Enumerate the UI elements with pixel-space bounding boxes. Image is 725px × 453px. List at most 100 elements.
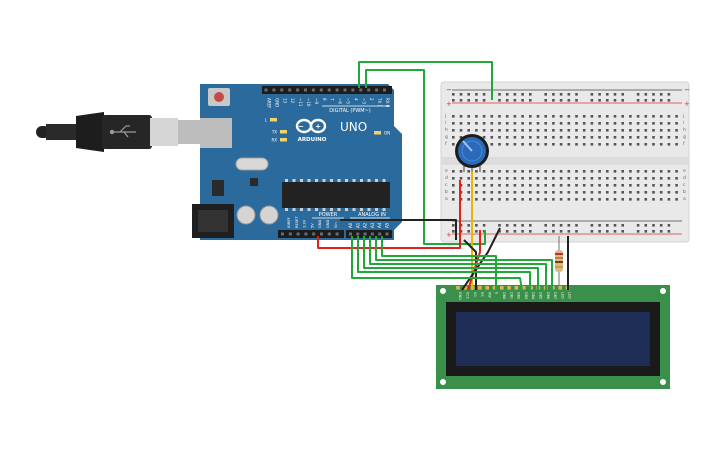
arduino-model: UNO (340, 120, 367, 134)
power-pin-label: 5V (310, 223, 314, 228)
bb-row-letter: j (444, 113, 446, 119)
usb-plug-body (76, 112, 104, 152)
usb-cable (36, 112, 202, 152)
wire-gnd-black (340, 219, 457, 240)
rail-minus-sign: − (446, 86, 452, 94)
potentiometer-indicator (462, 140, 473, 152)
power-pin-label: Vin (334, 222, 338, 228)
power-label: POWER (319, 212, 338, 218)
lcd-pin (507, 286, 511, 290)
wire-digital-green-inner (365, 69, 486, 245)
wire-a2-lcd (363, 236, 539, 290)
bb-row-letter: b (683, 189, 686, 195)
bb-row-letter: j (682, 113, 684, 119)
led-on-label: ON (384, 131, 390, 136)
power-pin-label: GND (318, 220, 322, 228)
lcd-pin-label: DB7 (553, 292, 557, 299)
digital-pin-label: AREF (267, 98, 272, 109)
lcd-pin (485, 286, 489, 290)
atmega-chip-pins (285, 179, 386, 211)
analog-pin-label: A0 (348, 222, 353, 228)
led-rx-label: RX (271, 138, 277, 143)
bb-row-letter: d (445, 175, 448, 181)
lcd-pin (521, 286, 526, 290)
rail-plus-sign: + (446, 100, 452, 108)
analog-pin-label: A5 (385, 222, 390, 228)
svg-text:−: − (298, 123, 304, 131)
lcd-mount-hole-br (660, 379, 666, 385)
digital-pin-label: RX 0 (385, 98, 390, 108)
board-usb-socket (200, 118, 232, 148)
digital-pin-label: 4 (353, 98, 358, 101)
bb-row-letter: i (445, 120, 446, 126)
analog-header (346, 230, 392, 238)
digital-pin-label: ~5 (346, 98, 351, 104)
lcd-pin (456, 286, 460, 290)
wire-a4-lcd (375, 236, 553, 290)
bb-row-letter: b (445, 189, 448, 195)
digital-pin-label: ~6 (338, 98, 343, 104)
digital-header (262, 86, 392, 94)
bb-row-letter: a (445, 197, 448, 202)
digital-pin-label: TX 1 (377, 97, 382, 107)
lcd-pin (500, 286, 504, 290)
analog-pin-label: A1 (355, 222, 360, 228)
lcd-mount-hole-bl (440, 379, 446, 385)
led-on (374, 131, 381, 135)
digital-pin-label: ~11 (298, 98, 303, 107)
analog-label: ANALOG IN (358, 212, 386, 218)
usb-port (178, 120, 202, 144)
digital-pin-label: ~3 (361, 98, 366, 104)
wire-a5-lcd (381, 236, 497, 290)
wire-a3-lcd (369, 236, 547, 290)
capacitor-1 (236, 205, 256, 225)
power-pin-label: GND (326, 220, 330, 228)
lcd-pin-label: RW (487, 292, 491, 298)
bb-row-letter: c (445, 183, 448, 188)
lcd-pin-label: LED (568, 292, 572, 299)
reset-button-cap[interactable] (214, 92, 224, 102)
capacitor-2 (259, 205, 279, 225)
bb-row-letter: g (445, 135, 448, 140)
resistor (555, 236, 563, 288)
analog-pin-label: A3 (370, 222, 375, 228)
digital-pin-label: 7 (330, 98, 335, 101)
wire-a0-lcd (351, 236, 523, 291)
lcd-pin-label: DB0 (502, 292, 506, 299)
bb-row-letter: e (445, 169, 448, 174)
power-pin-label: RESET (295, 216, 299, 228)
bb-row-letter: g (683, 135, 686, 140)
power-pin-label: IOREF (287, 217, 291, 228)
lcd-pin-label: RS (480, 292, 484, 297)
svg-text:+: + (315, 123, 321, 131)
led-tx (280, 130, 287, 134)
lcd-pin-label: LED (560, 292, 564, 299)
lcd-pin (558, 286, 562, 290)
digital-pin-label: 2 (369, 98, 374, 101)
wires (317, 61, 569, 291)
lcd-pin (492, 286, 497, 290)
arduino-brand: ARDUINO (298, 137, 327, 143)
digital-pin-label: 13 (282, 98, 287, 104)
potentiometer[interactable] (455, 134, 489, 172)
lcd-mount-hole-tl (440, 288, 446, 294)
voltage-regulator (212, 180, 224, 196)
bb-row-letter: c (683, 183, 686, 188)
bb-row-letter: a (683, 197, 686, 202)
wire-a1-lcd (357, 236, 531, 290)
lcd-screen (456, 312, 650, 366)
bb-row-letter: d (683, 175, 686, 181)
bb-row-letter: h (445, 127, 448, 133)
crystal (235, 157, 269, 171)
led-rx (280, 138, 287, 142)
usb-cable-strain (46, 124, 78, 140)
digital-label: DIGITAL (PWM~) (329, 108, 371, 114)
lcd-pin-label: DB2 (517, 292, 521, 299)
digital-pin-label: ~9 (314, 98, 319, 104)
